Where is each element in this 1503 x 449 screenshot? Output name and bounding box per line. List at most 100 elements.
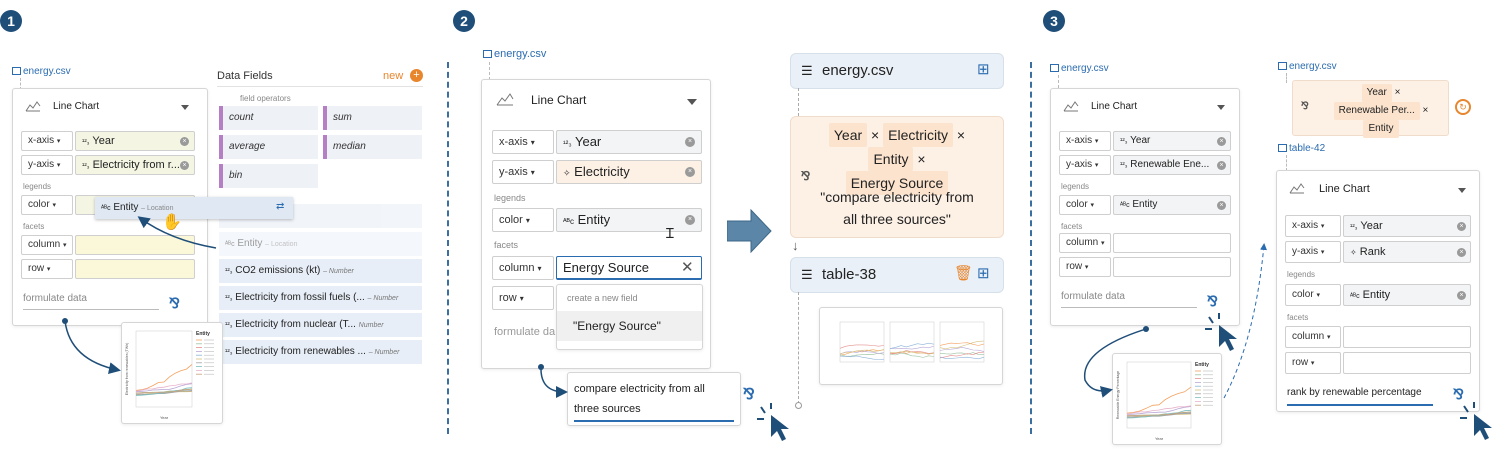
- x-axis-select[interactable]: x-axis ▾: [492, 130, 554, 154]
- magic-wand-icon[interactable]: ⅋: [743, 386, 755, 403]
- x-axis-select[interactable]: x-axis ▾: [21, 131, 73, 151]
- x-axis-select[interactable]: x-axis ▾: [1285, 215, 1341, 237]
- x-axis-field[interactable]: ¹²₃ Year: [75, 131, 195, 151]
- plus-icon[interactable]: +: [410, 69, 423, 82]
- column-select[interactable]: column ▾: [492, 256, 554, 280]
- trash-icon[interactable]: 🗑: [954, 265, 974, 282]
- close-icon[interactable]: ×: [685, 167, 695, 177]
- close-icon[interactable]: ×: [1457, 222, 1466, 231]
- chart-type-label[interactable]: Line Chart: [53, 101, 100, 112]
- facets-label: facets: [1061, 222, 1083, 231]
- close-icon[interactable]: ×: [1457, 248, 1466, 257]
- add-chart-icon[interactable]: ⊞: [977, 265, 990, 282]
- y-axis-field[interactable]: ✧ Rank: [1343, 241, 1471, 263]
- y-axis-select[interactable]: y-axis ▾: [21, 155, 73, 175]
- close-icon[interactable]: ×: [180, 137, 189, 146]
- color-field[interactable]: ᴬᴮc Entity: [556, 208, 702, 232]
- operator-median[interactable]: median: [323, 135, 422, 159]
- field-item-renewables[interactable]: ¹²₃ Electricity from renewables ... – Nu…: [219, 340, 422, 364]
- x-axis-field[interactable]: ¹²₃ Year: [556, 130, 702, 154]
- column-field[interactable]: [75, 235, 195, 255]
- color-select[interactable]: color ▾: [21, 195, 73, 215]
- row-field[interactable]: [1113, 257, 1231, 277]
- add-chart-icon[interactable]: ⊞: [977, 61, 990, 78]
- chevron-down-icon[interactable]: [687, 99, 697, 105]
- color-select[interactable]: color ▾: [492, 208, 554, 232]
- column-select[interactable]: column ▾: [1285, 326, 1341, 348]
- column-select[interactable]: column ▾: [1059, 233, 1111, 253]
- y-axis-select[interactable]: y-axis ▾: [1059, 155, 1111, 175]
- refresh-icon[interactable]: ↻: [1455, 99, 1471, 115]
- close-icon[interactable]: ×: [1217, 161, 1226, 170]
- chart-type-label[interactable]: Line Chart: [1091, 101, 1138, 112]
- close-icon[interactable]: ×: [685, 137, 695, 147]
- formulate-input[interactable]: formulate da: [494, 326, 556, 338]
- result-node[interactable]: ☰ table-38 🗑 ⊞: [790, 257, 1004, 293]
- chevron-down-icon[interactable]: [1458, 188, 1466, 193]
- y-axis-field[interactable]: ¹²₃ Renewable Ene...: [1113, 155, 1231, 175]
- row-select[interactable]: row ▾: [21, 259, 73, 279]
- field-item-co2[interactable]: ¹²₃ CO2 emissions (kt) – Number: [219, 259, 422, 283]
- field-item-nuclear[interactable]: ¹²₃ Electricity from nuclear (T... Numbe…: [219, 313, 422, 337]
- prompt-text: compare electricity from all three sourc…: [574, 383, 705, 415]
- close-icon[interactable]: ×: [1457, 291, 1466, 300]
- operator-average[interactable]: average: [219, 135, 318, 159]
- new-field-button[interactable]: new: [383, 70, 404, 82]
- column-field[interactable]: [1343, 326, 1471, 348]
- close-icon[interactable]: ×: [685, 215, 695, 225]
- faceted-chart-thumbnail[interactable]: [819, 307, 1003, 385]
- source-file-label[interactable]: energy.csv: [483, 48, 546, 60]
- y-axis-select[interactable]: y-axis ▾: [1285, 241, 1341, 263]
- column-field[interactable]: Energy Source: [556, 256, 702, 280]
- field-item-entity[interactable]: ᴬᴮc Entity – Location: [219, 232, 422, 256]
- y-axis-field[interactable]: ✧ Electricity: [556, 160, 702, 184]
- dropdown-option[interactable]: "Energy Source": [557, 311, 702, 341]
- row-select[interactable]: row ▾: [492, 286, 554, 310]
- derivation-node[interactable]: Year × Electricity × Entity × Energy Sou…: [790, 116, 1004, 238]
- formulate-input[interactable]: formulate data: [23, 293, 87, 304]
- magic-wand-icon[interactable]: ⅋: [1453, 386, 1464, 402]
- source-file-label[interactable]: energy.csv: [12, 66, 71, 77]
- row-field[interactable]: [75, 259, 195, 279]
- chevron-down-icon[interactable]: [181, 105, 189, 110]
- operator-sum[interactable]: sum: [323, 106, 422, 130]
- row-field[interactable]: [1343, 352, 1471, 374]
- row-select[interactable]: row ▾: [1285, 352, 1341, 374]
- y-axis-field[interactable]: ¹²₃ Electricity from r...: [75, 155, 195, 175]
- field-item-fossil[interactable]: ¹²₃ Electricity from fossil fuels (... –…: [219, 286, 422, 310]
- source-file-label[interactable]: energy.csv: [1050, 63, 1109, 74]
- prompt-text[interactable]: rank by renewable percentage: [1287, 387, 1422, 398]
- source-file-label[interactable]: energy.csv: [1278, 61, 1337, 72]
- y-axis-select[interactable]: y-axis ▾: [492, 160, 554, 184]
- color-field[interactable]: ᴬᴮc Entity: [1343, 284, 1471, 306]
- dragged-field-chip[interactable]: ᴬᴮc Entity – Location: [95, 197, 293, 219]
- magic-wand-icon[interactable]: ⅋: [169, 295, 180, 311]
- x-axis-field[interactable]: ¹²₃ Year: [1343, 215, 1471, 237]
- formulate-input[interactable]: formulate data: [1061, 291, 1125, 302]
- operator-count[interactable]: count: [219, 106, 318, 130]
- chart-type-label[interactable]: Line Chart: [1319, 183, 1370, 195]
- magic-wand-icon[interactable]: ⅋: [1207, 293, 1218, 309]
- close-icon[interactable]: ×: [1217, 137, 1226, 146]
- chevron-down-icon[interactable]: [1217, 105, 1225, 110]
- x-axis-field[interactable]: ¹²₃ Year: [1113, 131, 1231, 151]
- chart-editor-card: Line Chart x-axis ▾ ¹²₃ Year × y-axis ▾ …: [1050, 88, 1240, 326]
- close-icon[interactable]: ×: [180, 161, 189, 170]
- source-node[interactable]: ☰ energy.csv ⊞: [790, 53, 1004, 89]
- column-select[interactable]: column ▾: [21, 235, 73, 255]
- row-select[interactable]: row ▾: [1059, 257, 1111, 277]
- derivation-node[interactable]: ⅋ Year × Renewable Per... × Entity: [1292, 80, 1449, 138]
- color-select[interactable]: color ▾: [1059, 195, 1111, 215]
- color-field[interactable]: ᴬᴮc Entity: [1113, 195, 1231, 215]
- close-icon[interactable]: ✕: [681, 259, 694, 276]
- table-label[interactable]: table-42: [1278, 143, 1325, 154]
- close-icon[interactable]: ×: [1217, 201, 1226, 210]
- chart-type-label[interactable]: Line Chart: [531, 93, 587, 107]
- prompt-input-box[interactable]: compare electricity from all three sourc…: [567, 372, 741, 426]
- column-field[interactable]: [1113, 233, 1231, 253]
- x-axis-select[interactable]: x-axis ▾: [1059, 131, 1111, 151]
- color-select[interactable]: color ▾: [1285, 284, 1341, 306]
- operator-bin[interactable]: bin: [219, 164, 318, 188]
